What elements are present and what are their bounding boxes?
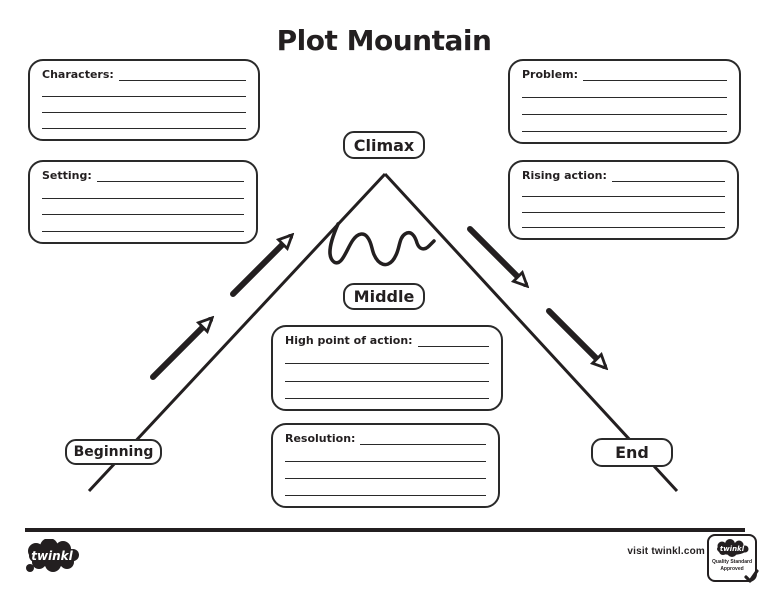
write-line	[285, 495, 486, 496]
write-line	[42, 128, 246, 129]
high-point-box: High point of action:	[271, 325, 503, 411]
write-line	[285, 397, 489, 399]
write-line	[611, 170, 725, 182]
snow-cap-line	[328, 222, 436, 267]
setting-label: Setting:	[42, 169, 92, 182]
write-line	[42, 96, 246, 97]
write-line	[522, 211, 725, 213]
write-line	[417, 335, 489, 347]
setting-box: Setting:	[28, 160, 258, 244]
field-label-row: Problem:	[522, 68, 727, 81]
characters-box: Characters:	[28, 59, 260, 141]
falling-arrow-icon	[467, 226, 604, 366]
field-label-row: Characters:	[42, 68, 246, 81]
field-label-row: High point of action:	[285, 334, 489, 347]
middle-pill: Middle	[343, 283, 425, 310]
write-line	[522, 196, 725, 198]
write-line	[522, 226, 725, 228]
twinkl-cloud-icon: twinkl	[26, 538, 79, 572]
twinkl-logo-text: twinkl	[31, 549, 73, 563]
rising-arrow-icon	[150, 237, 290, 380]
rising-action-box: Rising action:	[508, 160, 739, 240]
beginning-pill: Beginning	[65, 439, 162, 465]
end-pill: End	[591, 438, 673, 467]
write-line	[42, 214, 244, 216]
field-label-row: Resolution:	[285, 432, 486, 445]
characters-label: Characters:	[42, 68, 114, 81]
write-line	[118, 69, 246, 81]
badge-logo-text: twinkl	[720, 545, 745, 553]
rising-action-label: Rising action:	[522, 169, 607, 182]
write-line	[285, 380, 489, 382]
write-line	[42, 230, 244, 232]
resolution-label: Resolution:	[285, 432, 356, 445]
write-line	[522, 97, 727, 98]
badge-cloud-icon: twinkl	[717, 539, 749, 557]
field-label-row: Setting:	[42, 169, 244, 182]
twinkl-logo: twinkl	[22, 538, 84, 584]
badge-caption: Quality Standard Approved	[712, 559, 752, 572]
page-title: Plot Mountain	[276, 24, 492, 57]
badge-caption-line2: Approved	[720, 565, 744, 572]
write-line	[285, 461, 486, 462]
write-line	[42, 197, 244, 199]
write-line	[96, 170, 244, 182]
write-line	[285, 363, 489, 365]
problem-label: Problem:	[522, 68, 579, 81]
footer-divider	[25, 528, 745, 532]
quality-badge: twinkl Quality Standard Approved	[707, 534, 759, 583]
climax-pill: Climax	[343, 131, 425, 159]
write-line	[522, 114, 727, 115]
write-line	[522, 131, 727, 132]
write-line	[285, 478, 486, 479]
visit-twinkl-link[interactable]: visit twinkl.com	[627, 546, 705, 557]
badge-caption-line1: Quality Standard	[711, 559, 752, 565]
write-line	[360, 433, 486, 445]
checkmark-icon	[744, 569, 759, 583]
field-label-row: Rising action:	[522, 169, 725, 182]
write-line	[42, 112, 246, 113]
resolution-box: Resolution:	[271, 423, 500, 508]
write-line	[583, 69, 727, 81]
high-point-label: High point of action:	[285, 334, 413, 347]
problem-box: Problem:	[508, 59, 741, 144]
